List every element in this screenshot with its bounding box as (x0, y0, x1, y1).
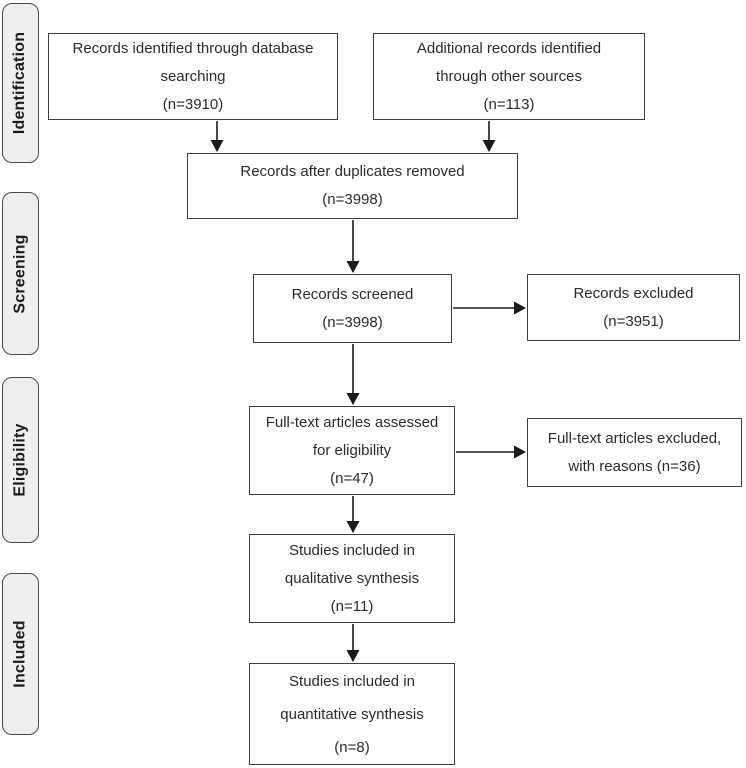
stage-label-identification-text: Identification (11, 31, 29, 135)
box-records-identified: Records identified through database sear… (48, 33, 338, 120)
box-fulltext-excluded: Full-text articles excluded, with reason… (527, 418, 742, 487)
box-additional-records: Additional records identified through ot… (373, 33, 645, 120)
stage-label-included-text: Included (11, 620, 29, 688)
box-qualitative-synthesis: Studies included in qualitative synthesi… (249, 534, 455, 623)
stage-label-screening: Screening (2, 192, 39, 355)
box-records-excluded: Records excluded (n=3951) (527, 274, 740, 341)
box-quantitative-synthesis: Studies included in quantitative synthes… (249, 663, 455, 765)
stage-label-screening-text: Screening (11, 233, 29, 314)
box-after-duplicates: Records after duplicates removed (n=3998… (187, 153, 518, 219)
box-fulltext-assessed: Full-text articles assessed for eligibil… (249, 406, 455, 495)
stage-label-eligibility-text: Eligibility (11, 423, 29, 497)
stage-label-identification: Identification (2, 3, 39, 163)
stage-label-eligibility: Eligibility (2, 377, 39, 543)
stage-label-included: Included (2, 573, 39, 735)
box-records-screened: Records screened (n=3998) (253, 274, 452, 343)
